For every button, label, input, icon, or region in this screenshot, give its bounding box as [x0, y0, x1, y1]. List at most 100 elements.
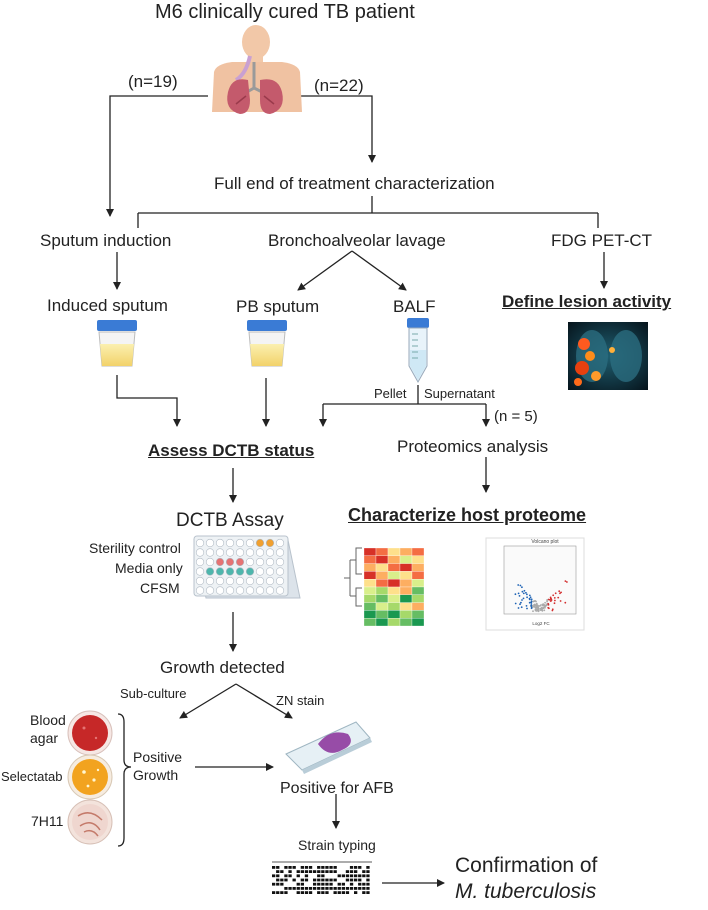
- heatmap-cell: [411, 571, 425, 580]
- gel-band: [272, 882, 276, 886]
- right-branch-n: (n=22): [314, 76, 364, 95]
- gel-band: [354, 891, 358, 894]
- balf-split-line: [323, 385, 486, 426]
- gel-band: [276, 866, 280, 869]
- heatmap-cell: [375, 594, 389, 603]
- confirmation-line-1: Confirmation of: [455, 854, 598, 877]
- gel-band: [358, 878, 362, 882]
- gel-band: [337, 887, 341, 890]
- gel-band: [341, 874, 345, 878]
- gel-band: [292, 887, 296, 890]
- heatmap-cell: [411, 602, 425, 611]
- gel-band: [308, 870, 313, 873]
- plate-well: [205, 586, 215, 595]
- volcano-point: [541, 609, 544, 611]
- heatmap-cell: [411, 610, 425, 619]
- induced-sputum-label: Induced sputum: [47, 296, 168, 315]
- arrow-to-sputum: [106, 95, 208, 217]
- gel-band: [321, 866, 325, 869]
- volcano-point: [530, 604, 532, 607]
- gel-band: [300, 891, 304, 894]
- heatmap-cell: [363, 586, 377, 595]
- plate-well: [255, 576, 265, 586]
- volcano-point: [514, 602, 517, 605]
- gel-band: [362, 870, 366, 873]
- heatmap-cell: [411, 547, 425, 556]
- gel-band: [345, 878, 350, 882]
- plate-well: [255, 538, 265, 548]
- heatmap-cell: [399, 586, 413, 595]
- volcano-point: [530, 603, 533, 605]
- heatmap-cell: [399, 555, 413, 564]
- plate-well: [275, 586, 285, 595]
- volcano-point: [549, 596, 552, 599]
- volcano-point: [528, 598, 531, 601]
- gel-band: [276, 878, 280, 882]
- gel-band: [366, 870, 370, 873]
- supernatant-label: Supernatant: [424, 386, 495, 401]
- positive-afb-label: Positive for AFB: [280, 780, 394, 797]
- heatmap-cell: [375, 563, 389, 572]
- heatmap-cell: [411, 586, 425, 595]
- plate-well: [275, 548, 285, 557]
- sputum-induction-label: Sputum induction: [40, 231, 172, 250]
- gel-band: [308, 887, 313, 890]
- volcano-point: [534, 609, 537, 612]
- falcon-tube-icon: [407, 318, 429, 384]
- gel-band: [300, 887, 304, 890]
- volcano-point: [520, 606, 523, 609]
- plate-well: [215, 548, 225, 557]
- heatmap-cell: [399, 618, 413, 627]
- gel-band: [358, 887, 362, 890]
- plate-well: [195, 538, 205, 548]
- volcano-point: [539, 609, 542, 611]
- gel-band: [292, 878, 296, 882]
- plates-brace: [117, 713, 132, 847]
- gel-band: [362, 891, 366, 894]
- arrow-induced-to-assess: [116, 375, 181, 427]
- gel-band: [321, 891, 325, 894]
- heatmap-cell: [387, 586, 401, 595]
- gel-band: [354, 870, 358, 873]
- volcano-point: [564, 580, 567, 582]
- plate-well: [195, 548, 205, 557]
- heatmap-cell: [375, 571, 389, 580]
- assay-row-media: Media only: [115, 560, 183, 576]
- volcano-point: [544, 604, 547, 607]
- gel-band: [354, 878, 358, 882]
- volcano-point: [541, 607, 543, 609]
- heatmap-cell: [387, 571, 401, 580]
- plate-well: [225, 557, 235, 567]
- plate-well: [265, 538, 275, 548]
- volcano-point: [526, 593, 528, 596]
- volcano-plot-icon: Volcano plot Log2 FC: [485, 537, 585, 631]
- volcano-point: [518, 595, 521, 597]
- gel-band: [296, 874, 300, 878]
- host-proteome-label: Characterize host proteome: [348, 505, 587, 525]
- heatmap-cell: [387, 602, 401, 611]
- subculture-label: Sub-culture: [120, 686, 187, 701]
- heatmap-cell: [411, 555, 425, 564]
- arrow-to-characterization: [300, 95, 376, 163]
- volcano-point: [539, 607, 542, 610]
- volcano-point: [522, 597, 525, 600]
- plate-well: [225, 548, 235, 557]
- assay-row-sterility: Sterility control: [89, 540, 181, 556]
- pellet-label: Pellet: [374, 386, 407, 401]
- gel-band: [317, 891, 321, 894]
- positive-growth-1: Positive: [133, 749, 183, 765]
- heatmap-cell: [363, 571, 377, 580]
- gel-band: [313, 882, 317, 886]
- gel-band: [304, 874, 309, 878]
- plate-well: [195, 576, 205, 586]
- volcano-point: [544, 606, 546, 609]
- characterization-label: Full end of treatment characterization: [214, 174, 495, 193]
- arrow-growth-to-zn: [235, 683, 293, 719]
- plate-well: [205, 538, 215, 548]
- gel-band: [284, 878, 288, 882]
- volcano-point: [550, 598, 552, 600]
- gel-band: [280, 891, 284, 894]
- left-branch-n: (n=19): [128, 72, 178, 91]
- heatmap-cell: [411, 563, 425, 572]
- volcano-point: [552, 594, 555, 597]
